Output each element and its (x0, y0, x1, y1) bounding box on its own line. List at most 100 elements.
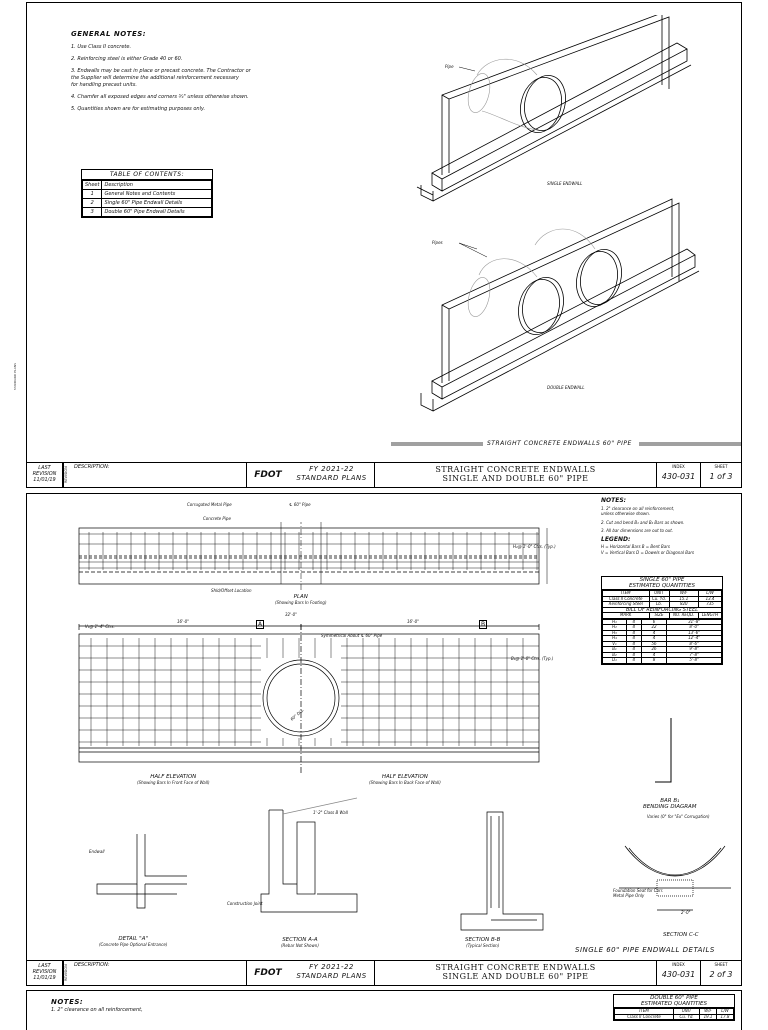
last-label: LAST (38, 465, 51, 471)
sheet-label: SHEET (714, 464, 728, 469)
revision-vertical: REVISION (63, 463, 71, 487)
corrugated-pipe-label: Corrugated Metal Pipe (187, 502, 232, 507)
general-notes-heading: GENERAL NOTES: (71, 30, 147, 38)
section-aa-sublabel: (Rebar Not Shown) (281, 943, 319, 948)
half-dimension-left: 16'-0" (177, 619, 190, 624)
sheet1-banner: STRAIGHT CONCRETE ENDWALLS 60" PIPE (487, 440, 632, 447)
single-endwall-label: SINGLE ENDWALL (547, 181, 583, 186)
shoulder-location-label: Shld/Offset Location (211, 588, 252, 593)
note-4: 4. Chamfer all exposed edges and corners… (71, 94, 249, 100)
note-1: 1. Use Class II concrete. (71, 44, 132, 50)
foundation-seat-label: Foundation Seat for Corr. Metal Pipe Onl… (613, 888, 664, 898)
elevation-drawing (78, 624, 540, 774)
note-3: 3. All bar dimensions are out to out. (601, 528, 674, 533)
sheet-value: 1 of 3 (709, 472, 733, 481)
bill-header: LENGTH (698, 612, 722, 619)
title-line-2: SINGLE AND DOUBLE 60" PIPE (442, 474, 589, 483)
toc-title: TABLE OF CONTENTS: (82, 170, 212, 180)
index-label: INDEX (672, 962, 685, 967)
half-elevation-right: HALF ELEVATION (381, 774, 428, 780)
class-b-wall-label: 1'-2" Class B Wall (313, 810, 348, 815)
sheet-block: SHEET 1 of 3 (701, 463, 741, 487)
fdot-text: FDOT (254, 968, 282, 978)
last-label: LAST (38, 963, 51, 969)
total-dimension: 32'-0" (285, 612, 298, 617)
revision-date: 11/01/19 (33, 975, 56, 981)
plan-sublabel: (Showing Bars In Footing) (275, 600, 327, 605)
note-3: 3. Endwalls may be cast in place or prec… (71, 68, 251, 88)
fdot-logo: FDOT (247, 463, 289, 487)
v1-spacing-label: V₁@ 1'-4" Ctrs. (85, 624, 115, 629)
toc-cell: 1 (81, 189, 103, 199)
revision-label: REVISION (32, 969, 57, 975)
toc-header-sheet: Sheet (81, 180, 103, 190)
half-elevation-left-title: HALF ELEVATION(Showing Bars In Front Fac… (137, 774, 210, 786)
detail-a-sublabel: (Concrete Pipe Optional Entrance) (99, 942, 168, 947)
description-label: DESCRIPTION: (71, 961, 247, 985)
toc-cell: 3 (81, 207, 103, 217)
symmetry-label: Symmetrical About ℄ 60" Pipe (321, 633, 383, 638)
index-value: 430-031 (661, 472, 696, 481)
bending-diagram-label: BENDING DIAGRAM (643, 804, 697, 810)
section-aa-title: SECTION A-A(Rebar Not Shown) (281, 937, 319, 949)
section-bb-title: SECTION B-B(Typical Section) (465, 937, 500, 949)
index-label: INDEX (672, 464, 685, 469)
plan-view-drawing (78, 522, 548, 590)
double-endwall-drawing (420, 198, 700, 412)
section-cc-title: SECTION C-C (663, 932, 699, 938)
sheet-3: NOTES: 1. 2" clearance on all reinforcem… (26, 990, 742, 1030)
half-elevation-right-title: HALF ELEVATION(Showing Bars In Back Face… (369, 774, 441, 786)
single-endwall-drawing (416, 15, 692, 202)
banner-rule (391, 442, 741, 446)
section-bb-sublabel: (Typical Section) (466, 943, 500, 948)
bill-cell: 8 (640, 657, 668, 664)
note-1: 1. 2" clearance on all reinforcement, un… (601, 505, 675, 517)
sheet2-notes: NOTES: 1. 2" clearance on all reinforcem… (601, 498, 741, 555)
bill-cell: 5'-8" (666, 657, 722, 664)
revision-label: REVISION (32, 471, 57, 477)
centerline-pipe-label: ℄ 60" Pipe (289, 502, 311, 507)
sheet3-qty-title-2: ESTIMATED QUANTITIES (640, 1001, 708, 1007)
two-foot-dimension: 2'-0" (681, 910, 691, 915)
b1-spacing-label: B₁@ 1'-0" Ctrs. (Typ.) (511, 656, 554, 661)
fiscal-year: FY 2021-22 (309, 963, 354, 971)
section-a-marker: A (256, 620, 265, 629)
half-elevation-left: HALF ELEVATION (150, 774, 197, 780)
quantities-title-1: SINGLE 60" PIPE (639, 577, 685, 583)
plan-title: PLAN(Showing Bars In Footing) (275, 594, 327, 606)
bar-b1-diagram (655, 718, 672, 783)
sheet-1: GENERAL NOTES: 1. Use Class II concrete.… (13, 2, 742, 488)
section-bb-label: SECTION B-B (465, 937, 501, 943)
section-b-marker: B (479, 620, 488, 629)
standard-plans: STANDARD PLANS (296, 972, 367, 980)
bill-cell: D₁ (602, 657, 627, 664)
half-elevation-right-sub: (Showing Bars In Back Face of Wall) (369, 780, 441, 785)
sheet3-notes-heading: NOTES: (51, 998, 84, 1006)
bill-header: MARK (602, 612, 650, 619)
qty-cell: Cu. Yd. (673, 1013, 701, 1020)
sheet-2: Corrugated Metal Pipe Concrete Pipe ℄ 60… (26, 493, 742, 986)
pipes-label: Pipes (432, 240, 443, 245)
general-notes: GENERAL NOTES: 1. Use Class II concrete.… (71, 31, 291, 118)
detail-a-title: DETAIL "A"(Concrete Pipe Optional Entran… (99, 936, 167, 948)
toc-cell: General Notes and Contents (101, 189, 212, 199)
toc-cell: Single 60" Pipe Endwall Details (101, 198, 212, 208)
sheet-label: SHEET (714, 962, 728, 967)
note-2: 2. Reinforcing steel is either Grade 40 … (71, 56, 183, 62)
